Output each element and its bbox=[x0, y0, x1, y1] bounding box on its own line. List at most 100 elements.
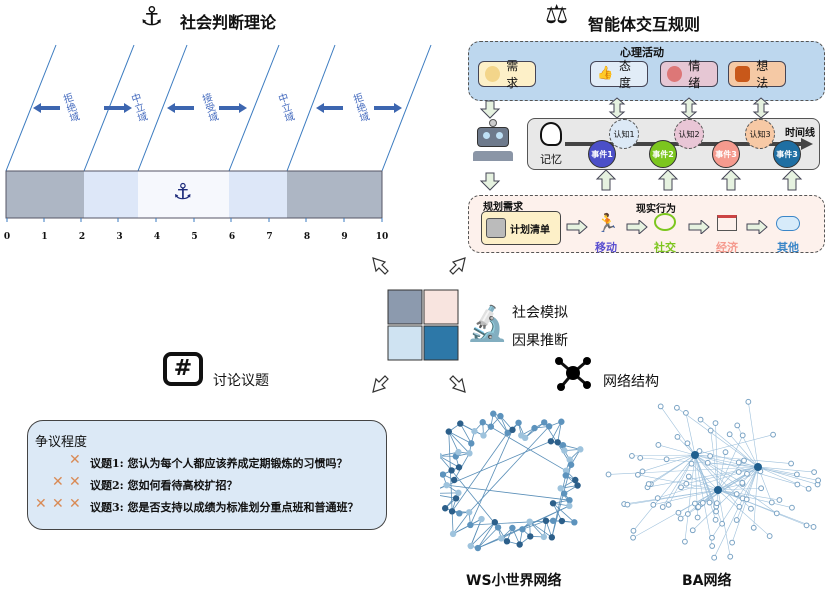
ba-edge bbox=[691, 463, 719, 491]
ws-node bbox=[547, 438, 555, 445]
ba-edge bbox=[717, 489, 814, 528]
ws-node bbox=[451, 476, 458, 484]
ba-edge bbox=[694, 454, 743, 484]
cognition-node: 认知2 bbox=[674, 119, 704, 149]
ws-edge bbox=[440, 492, 459, 494]
ba-node bbox=[707, 453, 714, 459]
ws-node bbox=[498, 535, 505, 542]
ba-node bbox=[750, 524, 757, 531]
ba-node bbox=[733, 517, 740, 523]
plan-list-card: 计划清单 bbox=[481, 211, 561, 245]
ws-node bbox=[519, 526, 526, 533]
ba-edge bbox=[658, 444, 696, 456]
ws-node bbox=[567, 461, 575, 468]
ba-node bbox=[696, 448, 703, 454]
ba-node bbox=[741, 457, 747, 464]
ws-node bbox=[467, 521, 474, 529]
ba-node bbox=[673, 404, 680, 411]
ba-edge bbox=[688, 476, 719, 491]
ba-node bbox=[788, 460, 794, 467]
ba-edge bbox=[648, 454, 696, 485]
chip-label: 想法 bbox=[756, 59, 769, 90]
ba-edge bbox=[681, 486, 719, 491]
ws-edge bbox=[451, 432, 508, 512]
axis-tick-label: 9 bbox=[341, 232, 348, 242]
ws-node bbox=[455, 448, 462, 456]
axis-tick-label: 1 bbox=[41, 232, 48, 242]
ws-node bbox=[494, 524, 502, 531]
ws-node bbox=[504, 429, 511, 436]
event-node: 事件1 bbox=[588, 140, 616, 168]
ba-node bbox=[713, 508, 719, 515]
ba-node bbox=[675, 509, 682, 516]
behavior-social: 社交 bbox=[654, 241, 676, 254]
ba-node bbox=[655, 442, 662, 448]
ba-node bbox=[733, 491, 740, 497]
topic-item: 议题2: 您如何看待高校扩招？ bbox=[90, 479, 238, 492]
ba-node bbox=[727, 553, 734, 560]
behavior-title: 现实行为 bbox=[636, 204, 676, 215]
axis-tick-label: 8 bbox=[303, 232, 311, 242]
ba-edge bbox=[627, 489, 719, 505]
axis-tick-label: 2 bbox=[78, 232, 86, 242]
checklist-icon bbox=[486, 218, 506, 238]
running-icon: 🏃 bbox=[596, 213, 619, 234]
crossed-swords-icon: ✕ bbox=[69, 496, 81, 512]
ws-node bbox=[571, 519, 578, 526]
ws-edge bbox=[468, 426, 550, 513]
emotion-chip: 情绪 bbox=[660, 59, 718, 90]
ws-edge bbox=[470, 520, 554, 526]
ba-node bbox=[711, 554, 718, 561]
ws-edge bbox=[492, 413, 508, 434]
ws-edge bbox=[529, 521, 553, 538]
ws-node bbox=[562, 467, 570, 474]
ba-node bbox=[735, 459, 742, 466]
ba-node bbox=[695, 504, 702, 510]
ws-node bbox=[457, 420, 464, 427]
ba-node bbox=[739, 479, 746, 486]
ws-node bbox=[554, 439, 561, 446]
ba-node bbox=[704, 459, 711, 466]
ws-node bbox=[455, 464, 463, 471]
ba-network-label: BA网络 bbox=[682, 573, 732, 589]
ba-node bbox=[630, 527, 637, 534]
ws-edge bbox=[448, 431, 470, 454]
hashtag-chat-icon: # bbox=[163, 352, 203, 386]
ws-node bbox=[559, 441, 567, 449]
ba-node bbox=[659, 504, 666, 510]
ws-edge bbox=[552, 502, 575, 523]
ws-edge bbox=[448, 431, 459, 453]
ws-node bbox=[566, 502, 573, 510]
ws-edge bbox=[550, 421, 562, 442]
ba-node bbox=[729, 539, 736, 546]
ba-edge bbox=[736, 466, 759, 521]
ba-node bbox=[712, 420, 719, 426]
ws-node bbox=[509, 524, 516, 532]
ba-node bbox=[689, 527, 696, 534]
ba-edge bbox=[642, 454, 696, 472]
network-label: 网络结构 bbox=[603, 374, 659, 390]
ws-edge bbox=[551, 475, 567, 538]
ws-node bbox=[542, 517, 550, 525]
crossed-swords-icon: ✕ bbox=[69, 452, 81, 468]
ws-edge bbox=[448, 431, 454, 534]
ws-edge bbox=[452, 524, 471, 535]
ba-node bbox=[654, 495, 661, 502]
ba-node bbox=[684, 511, 691, 517]
ba-node bbox=[712, 516, 719, 523]
axis-tick-label: 7 bbox=[266, 232, 273, 242]
ws-network-label: WS小世界网络 bbox=[466, 573, 562, 589]
ba-node bbox=[713, 500, 720, 507]
ba-node bbox=[685, 473, 692, 480]
hollow-arrows bbox=[372, 257, 466, 393]
ws-node bbox=[491, 519, 499, 526]
anchor-icon: ⚓ bbox=[140, 2, 164, 32]
ba-node bbox=[706, 499, 713, 506]
ws-node bbox=[526, 518, 533, 525]
ba-edge bbox=[653, 489, 719, 506]
mental-title: 心理活动 bbox=[620, 46, 664, 59]
ba-node bbox=[811, 469, 818, 475]
ws-node bbox=[548, 534, 556, 541]
ba-edge bbox=[717, 483, 743, 491]
ba-edge bbox=[736, 425, 759, 468]
